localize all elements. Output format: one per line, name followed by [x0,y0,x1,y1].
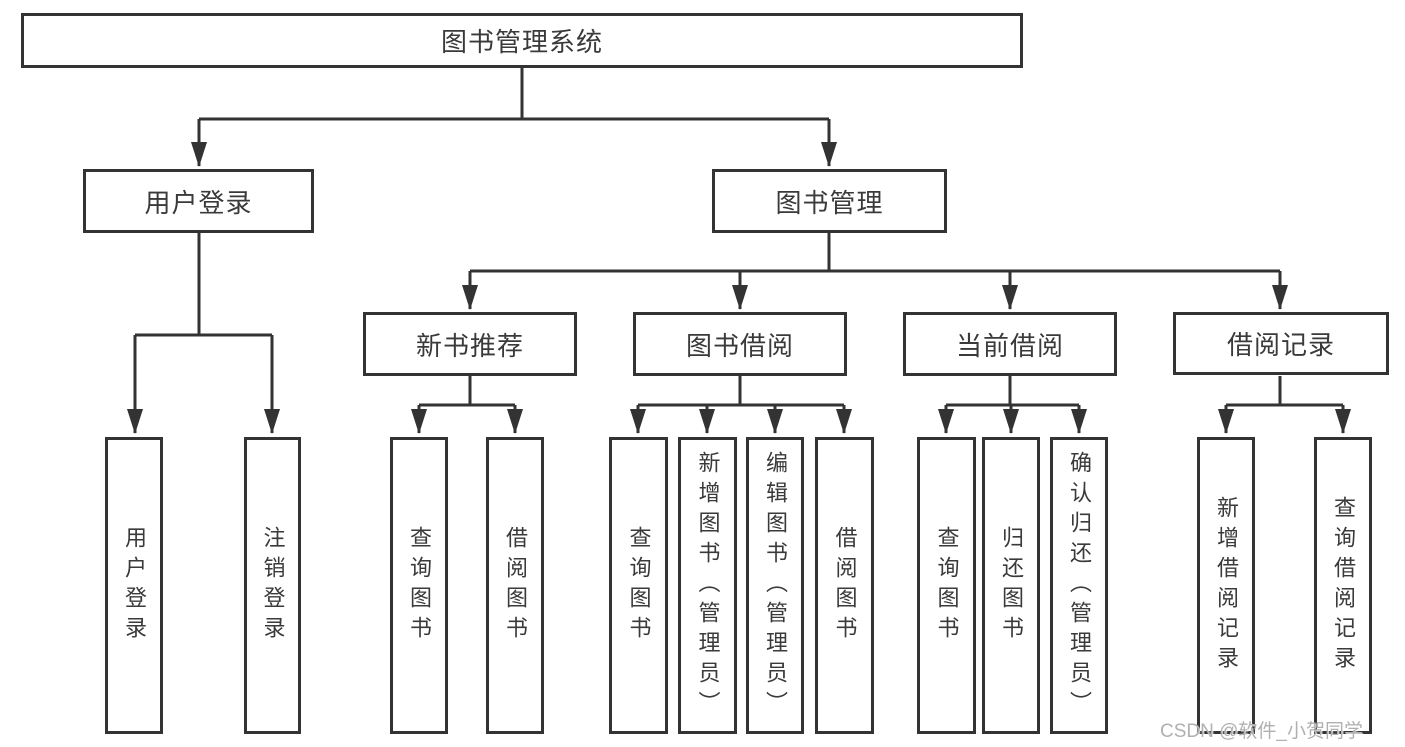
node-book-borrow: 图书借阅 [633,312,847,376]
leaf-bb-add-book-admin: 新增图书（管理员） [678,437,737,734]
watermark-csdn: CSDN @软件_小贺同学 [1160,721,1363,742]
leaf-cb-confirm-return-admin: 确认归还（管理员） [1050,437,1108,734]
leaf-br-add-record: 新增借阅记录 [1197,437,1255,734]
leaf-cb-query-books: 查询图书 [917,437,976,734]
leaf-bb-borrow-books: 借阅图书 [815,437,874,734]
leaf-bb-query-books: 查询图书 [609,437,668,734]
leaf-nbr-query-books: 查询图书 [390,437,448,734]
leaf-br-query-record: 查询借阅记录 [1314,437,1372,734]
node-current-borrow: 当前借阅 [903,312,1117,376]
branch-book-borrow [638,376,844,407]
branch-book-management [470,233,1280,273]
branch-user-login [135,233,272,337]
branch-root [199,68,829,121]
node-new-book-recommend: 新书推荐 [363,312,577,376]
branch-new-book-recommend [419,376,515,407]
leaf-logout: 注销登录 [244,437,301,734]
leaf-cb-return-book: 归还图书 [982,437,1040,734]
branch-borrow-records [1226,376,1343,407]
leaf-nbr-borrow-books: 借阅图书 [486,437,544,734]
leaf-bb-edit-book-admin: 编辑图书（管理员） [746,437,804,734]
node-library-management-system: 图书管理系统 [21,13,1023,68]
node-borrow-records: 借阅记录 [1173,312,1389,375]
leaf-user-login: 用户登录 [105,437,163,734]
node-user-login: 用户登录 [83,169,314,233]
branch-current-borrow [946,376,1079,407]
node-book-management: 图书管理 [712,169,947,233]
